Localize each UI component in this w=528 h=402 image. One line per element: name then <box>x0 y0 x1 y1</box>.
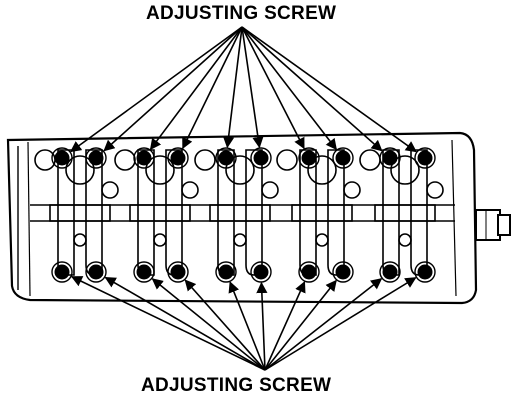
rocker-shaft-band <box>209 204 271 222</box>
adjusting-screw <box>218 264 234 280</box>
rocker-boss <box>225 155 255 185</box>
rocker-group <box>194 149 279 276</box>
spark-plug-boss <box>194 149 216 171</box>
adjusting-screw <box>253 150 269 166</box>
rocker-shaft-band <box>291 204 353 222</box>
callout-arrow <box>264 281 306 371</box>
bottom-adjusting-screws <box>51 261 436 283</box>
adjusting-screw <box>170 150 186 166</box>
adjusting-screw <box>88 150 104 166</box>
adjusting-screw <box>417 264 433 280</box>
callout-arrow <box>222 26 243 149</box>
callout-arrow <box>103 26 243 152</box>
callout-arrow <box>70 276 266 371</box>
callout-arrow <box>241 26 305 150</box>
adjusting-screw <box>54 264 70 280</box>
adjusting-screw-ring <box>85 261 107 283</box>
adjusting-screw-ring <box>332 147 354 169</box>
adjusting-screw-ring <box>379 147 401 169</box>
top-adjusting-screws <box>51 147 436 169</box>
rocker-boss <box>145 155 175 185</box>
callout-arrow <box>182 26 243 150</box>
callout-arrow <box>241 26 337 151</box>
callout-arrow <box>264 278 383 371</box>
callout-arrow <box>184 279 266 371</box>
rocker-pivot <box>153 233 167 247</box>
adjusting-screw <box>335 150 351 166</box>
rocker-group <box>34 149 119 276</box>
adjusting-screw <box>54 150 70 166</box>
callout-arrow <box>151 278 266 371</box>
adjusting-screw-ring <box>298 147 320 169</box>
adjusting-screw <box>253 264 269 280</box>
top-callout-label: ADJUSTING SCREW <box>146 3 337 24</box>
rocker-boss <box>65 155 95 185</box>
adjusting-screw <box>301 150 317 166</box>
adjusting-screw <box>136 264 152 280</box>
spark-plug-boss <box>114 149 136 171</box>
adjusting-screw <box>88 264 104 280</box>
adjusting-screw-ring <box>215 261 237 283</box>
rocker-arm-groups <box>30 149 455 276</box>
adjusting-screw-ring <box>414 147 436 169</box>
callout-arrow <box>241 26 417 153</box>
spark-plug-boss <box>359 149 381 171</box>
rocker-group <box>114 149 199 276</box>
callout-arrow <box>228 281 266 371</box>
top-callout-arrows <box>69 26 417 153</box>
rocker-pivot <box>315 233 329 247</box>
bottom-callout-arrows <box>70 276 417 371</box>
callout-arrow <box>104 276 266 371</box>
adjusting-screw <box>382 264 398 280</box>
callout-arrow <box>264 279 337 371</box>
adjusting-screw-ring <box>85 147 107 169</box>
bolt-boss <box>426 181 444 199</box>
adjusting-screw <box>417 150 433 166</box>
callout-arrow <box>241 26 383 152</box>
rocker-pivot <box>233 233 247 247</box>
rocker-shaft-band <box>374 204 436 222</box>
adjusting-screw <box>170 264 186 280</box>
spark-plug-boss <box>276 149 298 171</box>
callout-arrow <box>241 26 264 149</box>
adjusting-screw <box>382 150 398 166</box>
callout-arrow <box>69 26 243 153</box>
callout-arrow <box>264 277 417 371</box>
adjusting-screw <box>218 150 234 166</box>
bottom-callout-label: ADJUSTING SCREW <box>141 375 332 396</box>
adjusting-screw-ring <box>167 261 189 283</box>
rocker-shaft-band <box>129 204 191 222</box>
rocker-pivot <box>398 233 412 247</box>
adjusting-screw-ring <box>167 147 189 169</box>
callout-arrow <box>256 281 268 371</box>
rocker-shaft-band <box>49 204 111 222</box>
adjusting-screw-ring <box>332 261 354 283</box>
rocker-group <box>359 149 444 276</box>
adjusting-screw-ring <box>379 261 401 283</box>
adjusting-screw <box>301 264 317 280</box>
adjusting-screw-ring <box>51 261 73 283</box>
adjusting-screw <box>136 150 152 166</box>
adjusting-screw <box>335 264 351 280</box>
rocker-pivot <box>73 233 87 247</box>
bolt-boss <box>101 181 119 199</box>
rocker-boss <box>307 155 337 185</box>
adjusting-screw-ring <box>414 261 436 283</box>
callout-arrow <box>149 26 243 151</box>
bolt-boss <box>261 181 279 199</box>
rocker-group <box>276 149 361 276</box>
camshaft-end <box>475 209 511 241</box>
adjusting-screw-ring <box>298 261 320 283</box>
adjusting-screw-ring <box>133 261 155 283</box>
bolt-boss <box>181 181 199 199</box>
bolt-boss <box>343 181 361 199</box>
adjusting-screw-ring <box>51 147 73 169</box>
adjusting-screw-ring <box>133 147 155 169</box>
cylinder-head-body <box>6 131 478 305</box>
rocker-boss <box>390 155 420 185</box>
